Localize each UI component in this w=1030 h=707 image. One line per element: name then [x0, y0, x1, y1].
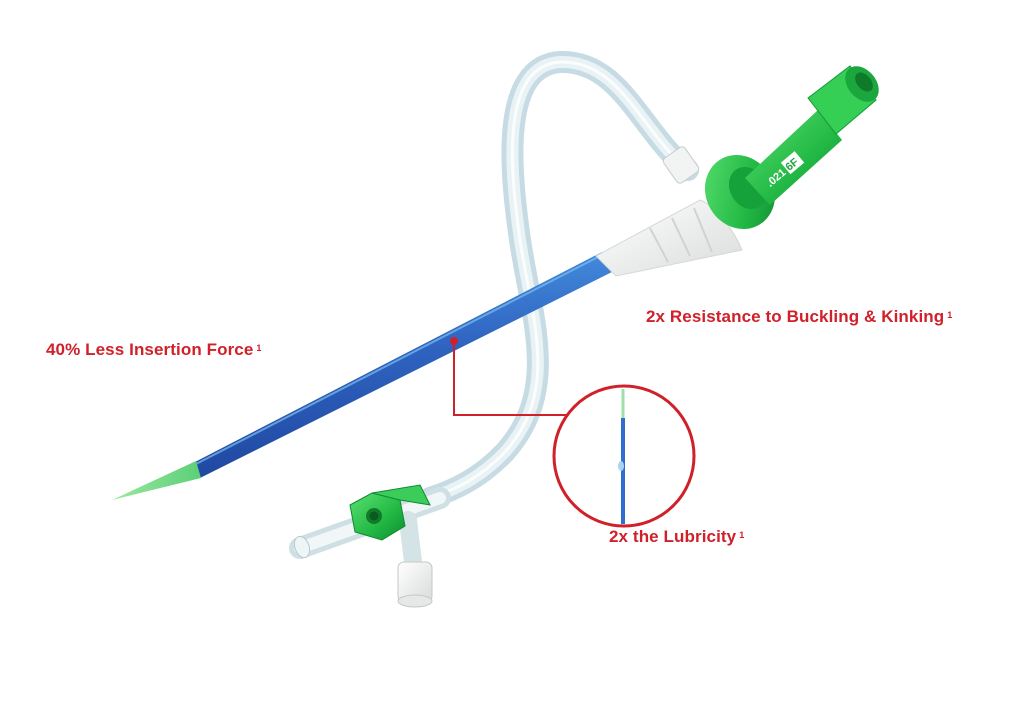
sheath-shaft	[195, 252, 612, 478]
footnote-marker: 1	[256, 343, 262, 353]
lubricity-magnifier	[450, 337, 696, 528]
stopcock	[289, 484, 451, 608]
side-port-tubing	[419, 50, 700, 509]
callout-text: 40% Less Insertion Force	[46, 340, 254, 359]
dilator-tip	[112, 461, 201, 500]
footnote-marker: 1	[739, 530, 745, 540]
hub: .021 6F	[704, 65, 879, 230]
callout-text: 2x the Lubricity	[609, 527, 737, 546]
callout-text: 2x Resistance to Buckling & Kinking	[646, 307, 945, 326]
footnote-marker: 1	[947, 310, 953, 320]
